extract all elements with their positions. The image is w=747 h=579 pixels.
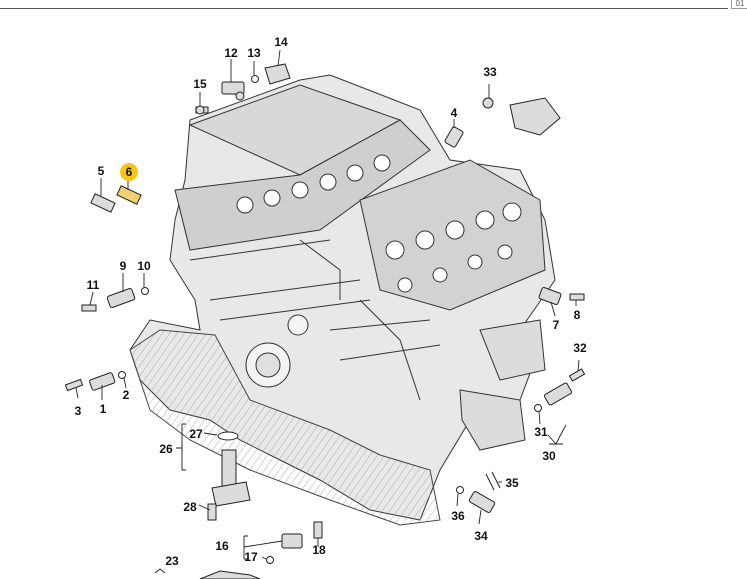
sensor-6-icon xyxy=(116,185,142,205)
callout-1[interactable]: 1 xyxy=(99,402,107,416)
callout-32[interactable]: 32 xyxy=(573,341,587,355)
bolt-11-icon xyxy=(81,304,97,312)
seal-ring-10-icon xyxy=(141,287,149,295)
callout-18[interactable]: 18 xyxy=(312,543,326,557)
callout-33[interactable]: 33 xyxy=(483,65,497,79)
sensor-34-icon xyxy=(468,491,496,513)
callout-11[interactable]: 11 xyxy=(86,278,100,292)
callout-5[interactable]: 5 xyxy=(97,164,105,178)
bolt-8-icon xyxy=(569,293,585,301)
seal-ring-27-icon xyxy=(217,431,239,441)
seal-ring-17-icon xyxy=(266,556,274,564)
callout-2[interactable]: 2 xyxy=(122,388,130,402)
viewer-top-border xyxy=(0,0,728,9)
bolt-32-icon xyxy=(568,368,586,382)
callout-36[interactable]: 36 xyxy=(451,509,465,523)
callout-7[interactable]: 7 xyxy=(552,318,560,332)
callout-3[interactable]: 3 xyxy=(74,404,82,418)
sensor-4-icon xyxy=(444,126,464,148)
bolt-3-icon xyxy=(64,378,84,392)
part-icons xyxy=(64,63,586,579)
leader-lines xyxy=(75,49,580,574)
clip-35-icon xyxy=(485,471,501,491)
callout-13[interactable]: 13 xyxy=(247,46,261,60)
sensor-1-icon xyxy=(89,372,116,391)
callout-27[interactable]: 27 xyxy=(189,427,203,441)
seal-ring-2-icon xyxy=(118,371,126,379)
knock-sensor-9-icon xyxy=(106,287,136,309)
callout-17[interactable]: 17 xyxy=(244,550,258,564)
callout-15[interactable]: 15 xyxy=(193,77,207,91)
engine-block-drawing xyxy=(129,74,556,526)
callout-9[interactable]: 9 xyxy=(119,259,127,273)
fuel-pump-33-icon xyxy=(482,97,561,136)
callout-6-selected[interactable]: 6 xyxy=(120,163,138,181)
seal-ring-31-icon xyxy=(534,404,542,412)
callout-34[interactable]: 34 xyxy=(474,529,488,543)
callout-12[interactable]: 12 xyxy=(224,46,238,60)
callout-14[interactable]: 14 xyxy=(274,35,288,49)
callout-16[interactable]: 16 xyxy=(215,539,229,553)
oil-level-sensor-26-icon xyxy=(211,449,251,507)
connector-14-icon xyxy=(264,63,291,85)
sensor-5-icon xyxy=(90,193,116,213)
sensor-16-icon xyxy=(281,533,303,549)
sensor-7-icon xyxy=(538,287,562,305)
callout-30[interactable]: 30 xyxy=(542,449,556,463)
callout-31[interactable]: 31 xyxy=(534,425,548,439)
callout-10[interactable]: 10 xyxy=(137,259,151,273)
bolt-15-icon xyxy=(195,105,209,115)
callout-8[interactable]: 8 xyxy=(573,308,581,322)
part-23-icon xyxy=(199,570,261,579)
callout-4[interactable]: 4 xyxy=(450,106,458,120)
callout-23[interactable]: 23 xyxy=(165,554,179,568)
bolt-28-icon xyxy=(207,503,217,521)
seal-ring-36-icon xyxy=(456,486,464,494)
seal-ring-13-icon xyxy=(251,75,259,83)
camshaft-sensor-12-icon xyxy=(221,81,245,101)
viewer-corner-button[interactable]: 01 xyxy=(731,0,747,9)
bolt-18-icon xyxy=(313,521,323,539)
sensor-30-icon xyxy=(543,382,573,406)
callout-35[interactable]: 35 xyxy=(505,476,519,490)
callout-26[interactable]: 26 xyxy=(159,442,173,456)
callout-28[interactable]: 28 xyxy=(183,500,197,514)
